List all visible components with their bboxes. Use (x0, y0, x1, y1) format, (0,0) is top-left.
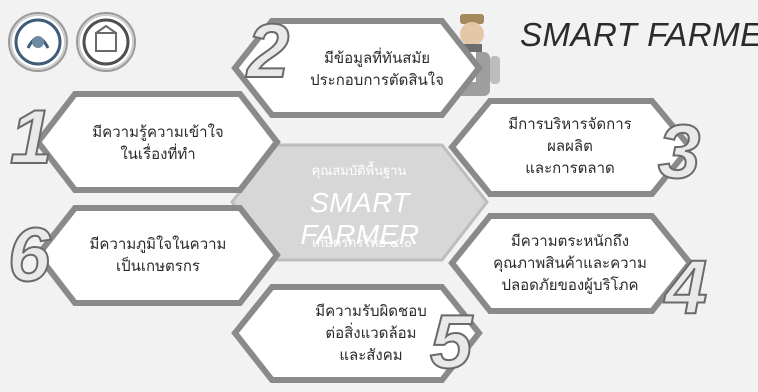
item-6-line-2: เป็นเกษตรกร (116, 257, 200, 275)
item-5-line-3: และสังคม (339, 345, 403, 364)
number-5: 5 (429, 300, 473, 385)
center-top-label: คุณสมบัติพื้นฐาน (311, 164, 407, 179)
item-1-text: มีความรู้ความเข้าใจ ในเรื่องที่ทำ (78, 102, 238, 186)
item-5-line-2: ต่อสิ่งแวดล้อม (325, 324, 417, 343)
item-3-line-3: และการตลาด (525, 158, 615, 177)
hexagon-6 (34, 205, 281, 306)
page-title: SMART FARMER (520, 16, 758, 53)
item-2-text: มีข้อมูลที่ทันสมัย ประกอบการตัดสินใจ (292, 30, 462, 110)
number-4: 4 (664, 245, 708, 330)
number-6: 6 (7, 213, 51, 298)
item-3-text: มีการบริหารจัดการ ผลผลิต และการตลาด (490, 104, 650, 190)
hexagon-4 (448, 213, 694, 314)
center-main-label: SMART FARMER (300, 187, 420, 250)
item-2-line-2: ประกอบการตัดสินใจ (310, 71, 444, 89)
item-2-line-1: มีข้อมูลที่ทันสมัย (323, 49, 431, 68)
item-5-line-1: มีความรับผิดชอบ (315, 302, 427, 321)
item-4-line-2: คุณภาพสินค้าและความ (493, 254, 647, 273)
item-4-text: มีความตระหนักถึง คุณภาพสินค้าและความ ปลอ… (486, 220, 654, 308)
number-3: 3 (657, 110, 701, 195)
hexagon-1 (34, 91, 281, 193)
right-seal-logo (76, 12, 136, 72)
number-1: 1 (9, 95, 53, 180)
item-3-line-1: มีการบริหารจัดการ (508, 115, 632, 134)
hexagon-5 (231, 284, 483, 383)
left-seal-logo (8, 12, 68, 72)
item-4-line-1: มีความตระหนักถึง (510, 232, 630, 251)
number-2: 2 (246, 9, 290, 94)
item-5-text: มีความรับผิดชอบ ต่อสิ่งแวดล้อม และสังคม (286, 292, 456, 376)
item-1-line-1: มีความรู้ความเข้าใจ (92, 123, 224, 142)
item-6-line-1: มีความภูมิใจในความ (89, 235, 227, 254)
center-bottom-label: เกษตรกรไทย ๔.๐ (312, 236, 412, 251)
item-3-line-2: ผลผลิต (547, 137, 593, 156)
hexagon-3 (448, 98, 694, 197)
hexagon-2 (231, 18, 483, 118)
item-6-text: มีความภูมิใจในความ เป็นเกษตรกร (78, 214, 238, 298)
item-1-line-2: ในเรื่องที่ทำ (120, 145, 196, 163)
item-4-line-3: ปลอดภัยของผู้บริโภค (501, 275, 639, 294)
